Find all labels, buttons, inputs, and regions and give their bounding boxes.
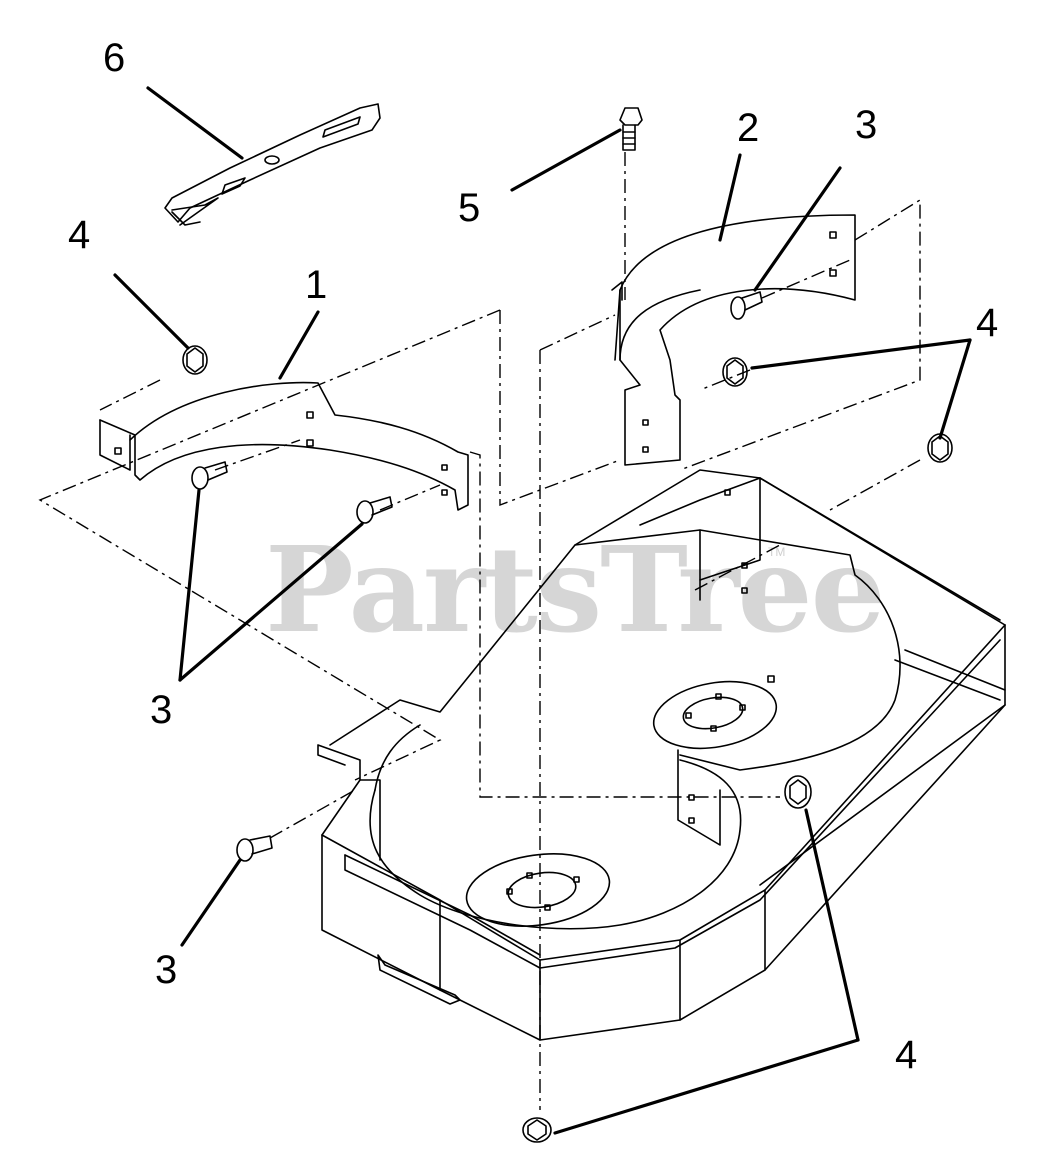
bolt-5 bbox=[619, 107, 643, 151]
callout-carriage-bolt-top: 3 bbox=[855, 103, 878, 147]
callout-right-shield: 2 bbox=[737, 106, 760, 150]
carriage-bolt-bottom bbox=[236, 835, 273, 862]
flange-nut-deck bbox=[784, 775, 812, 809]
assembly-lines bbox=[38, 152, 921, 1110]
carriage-bolt-left-1 bbox=[191, 461, 228, 490]
callout-carriage-bolt-bottom: 3 bbox=[155, 948, 178, 992]
flange-nut-right-1 bbox=[722, 357, 748, 387]
callout-bolt: 5 bbox=[458, 186, 481, 230]
flange-nut-bottom bbox=[522, 1117, 552, 1143]
left-shield bbox=[99, 381, 469, 511]
mower-blade bbox=[164, 103, 381, 226]
mower-deck-housing bbox=[317, 469, 1006, 1041]
right-shield bbox=[611, 214, 856, 466]
left-blade-chamber bbox=[369, 724, 742, 930]
leader-lines bbox=[113, 86, 972, 1135]
callout-blade: 6 bbox=[103, 36, 126, 80]
callout-nut-top-left: 4 bbox=[68, 213, 91, 257]
right-blade-chamber bbox=[574, 477, 1006, 846]
carriage-bolt-top-right bbox=[730, 291, 763, 320]
callout-nuts-bottom: 4 bbox=[895, 1033, 918, 1077]
callout-left-shield: 1 bbox=[305, 263, 328, 307]
callout-carriage-bolts-left: 3 bbox=[150, 688, 173, 732]
callout-nuts-right: 4 bbox=[976, 301, 999, 345]
carriage-bolt-left-2 bbox=[356, 496, 393, 524]
flange-nut-top-left bbox=[182, 345, 208, 375]
